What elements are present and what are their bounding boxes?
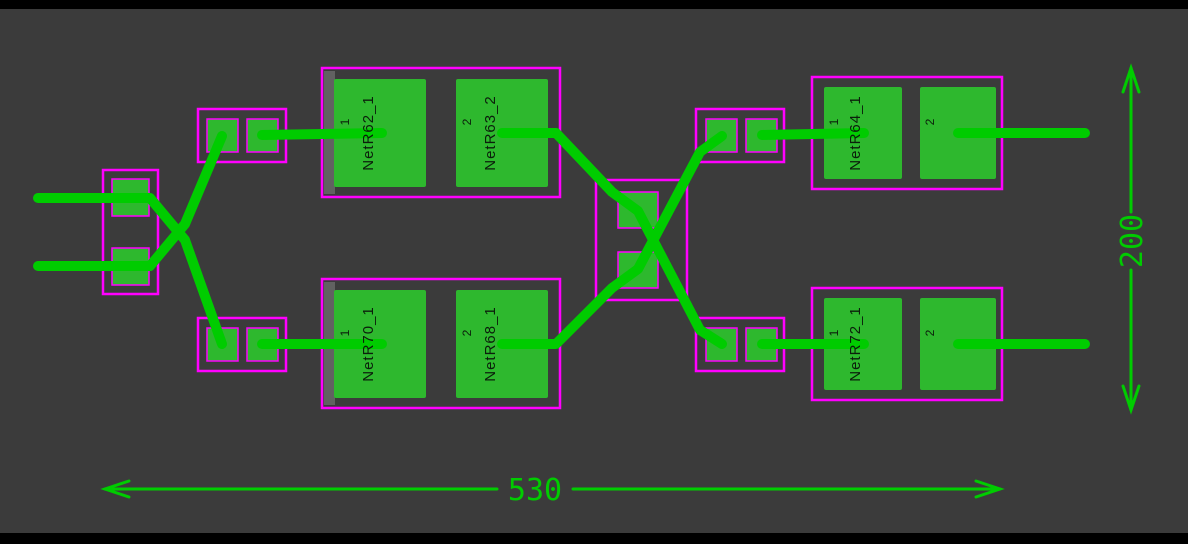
trace-input-bottom-crossover[interactable] xyxy=(33,131,227,271)
dimension-arrow-down xyxy=(1121,384,1141,415)
net-label: NetR64_1 xyxy=(847,95,864,171)
dimension-value-width: 530 xyxy=(508,473,562,508)
courtyard-outline[interactable] xyxy=(594,178,689,302)
dimension-arrow-up xyxy=(1121,63,1141,94)
trace-center-top-crossover[interactable] xyxy=(497,128,727,349)
dimension-horizontal: 530 xyxy=(100,473,1005,508)
trace-top-right-link[interactable] xyxy=(757,128,869,140)
pad-number: 1 xyxy=(338,329,352,336)
pad-number: 1 xyxy=(338,118,352,125)
pad-number: 1 xyxy=(827,329,841,336)
trace-input-top-crossover[interactable] xyxy=(33,193,227,349)
dimension-arrow-left xyxy=(100,479,131,499)
net-label: NetR62_1 xyxy=(360,95,377,171)
footprint-left-input-pair xyxy=(101,168,160,296)
trace-top-left-link[interactable] xyxy=(257,128,387,140)
copper-traces xyxy=(33,128,1090,349)
pad-number: 2 xyxy=(460,118,474,125)
dimension-arrow-right xyxy=(974,479,1005,499)
dimension-value-height: 200 xyxy=(1115,214,1150,268)
top-border-bar xyxy=(0,0,1188,9)
net-label: NetR70_1 xyxy=(360,306,377,382)
pad-labels: 1 NetR62_1 2 NetR63_2 1 NetR70_1 2 NetR6… xyxy=(338,95,937,382)
pad-number: 2 xyxy=(923,118,937,125)
courtyard-outline[interactable] xyxy=(101,168,160,296)
net-label: NetR63_2 xyxy=(482,95,499,171)
pad-number: 1 xyxy=(827,118,841,125)
net-label: NetR68_1 xyxy=(482,306,499,382)
dimension-vertical: 200 xyxy=(1115,63,1150,415)
pad-number: 2 xyxy=(923,329,937,336)
net-label: NetR72_1 xyxy=(847,306,864,382)
pad-number: 2 xyxy=(460,329,474,336)
trace-center-bottom-crossover[interactable] xyxy=(497,131,727,349)
bottom-border-bar xyxy=(0,533,1188,544)
